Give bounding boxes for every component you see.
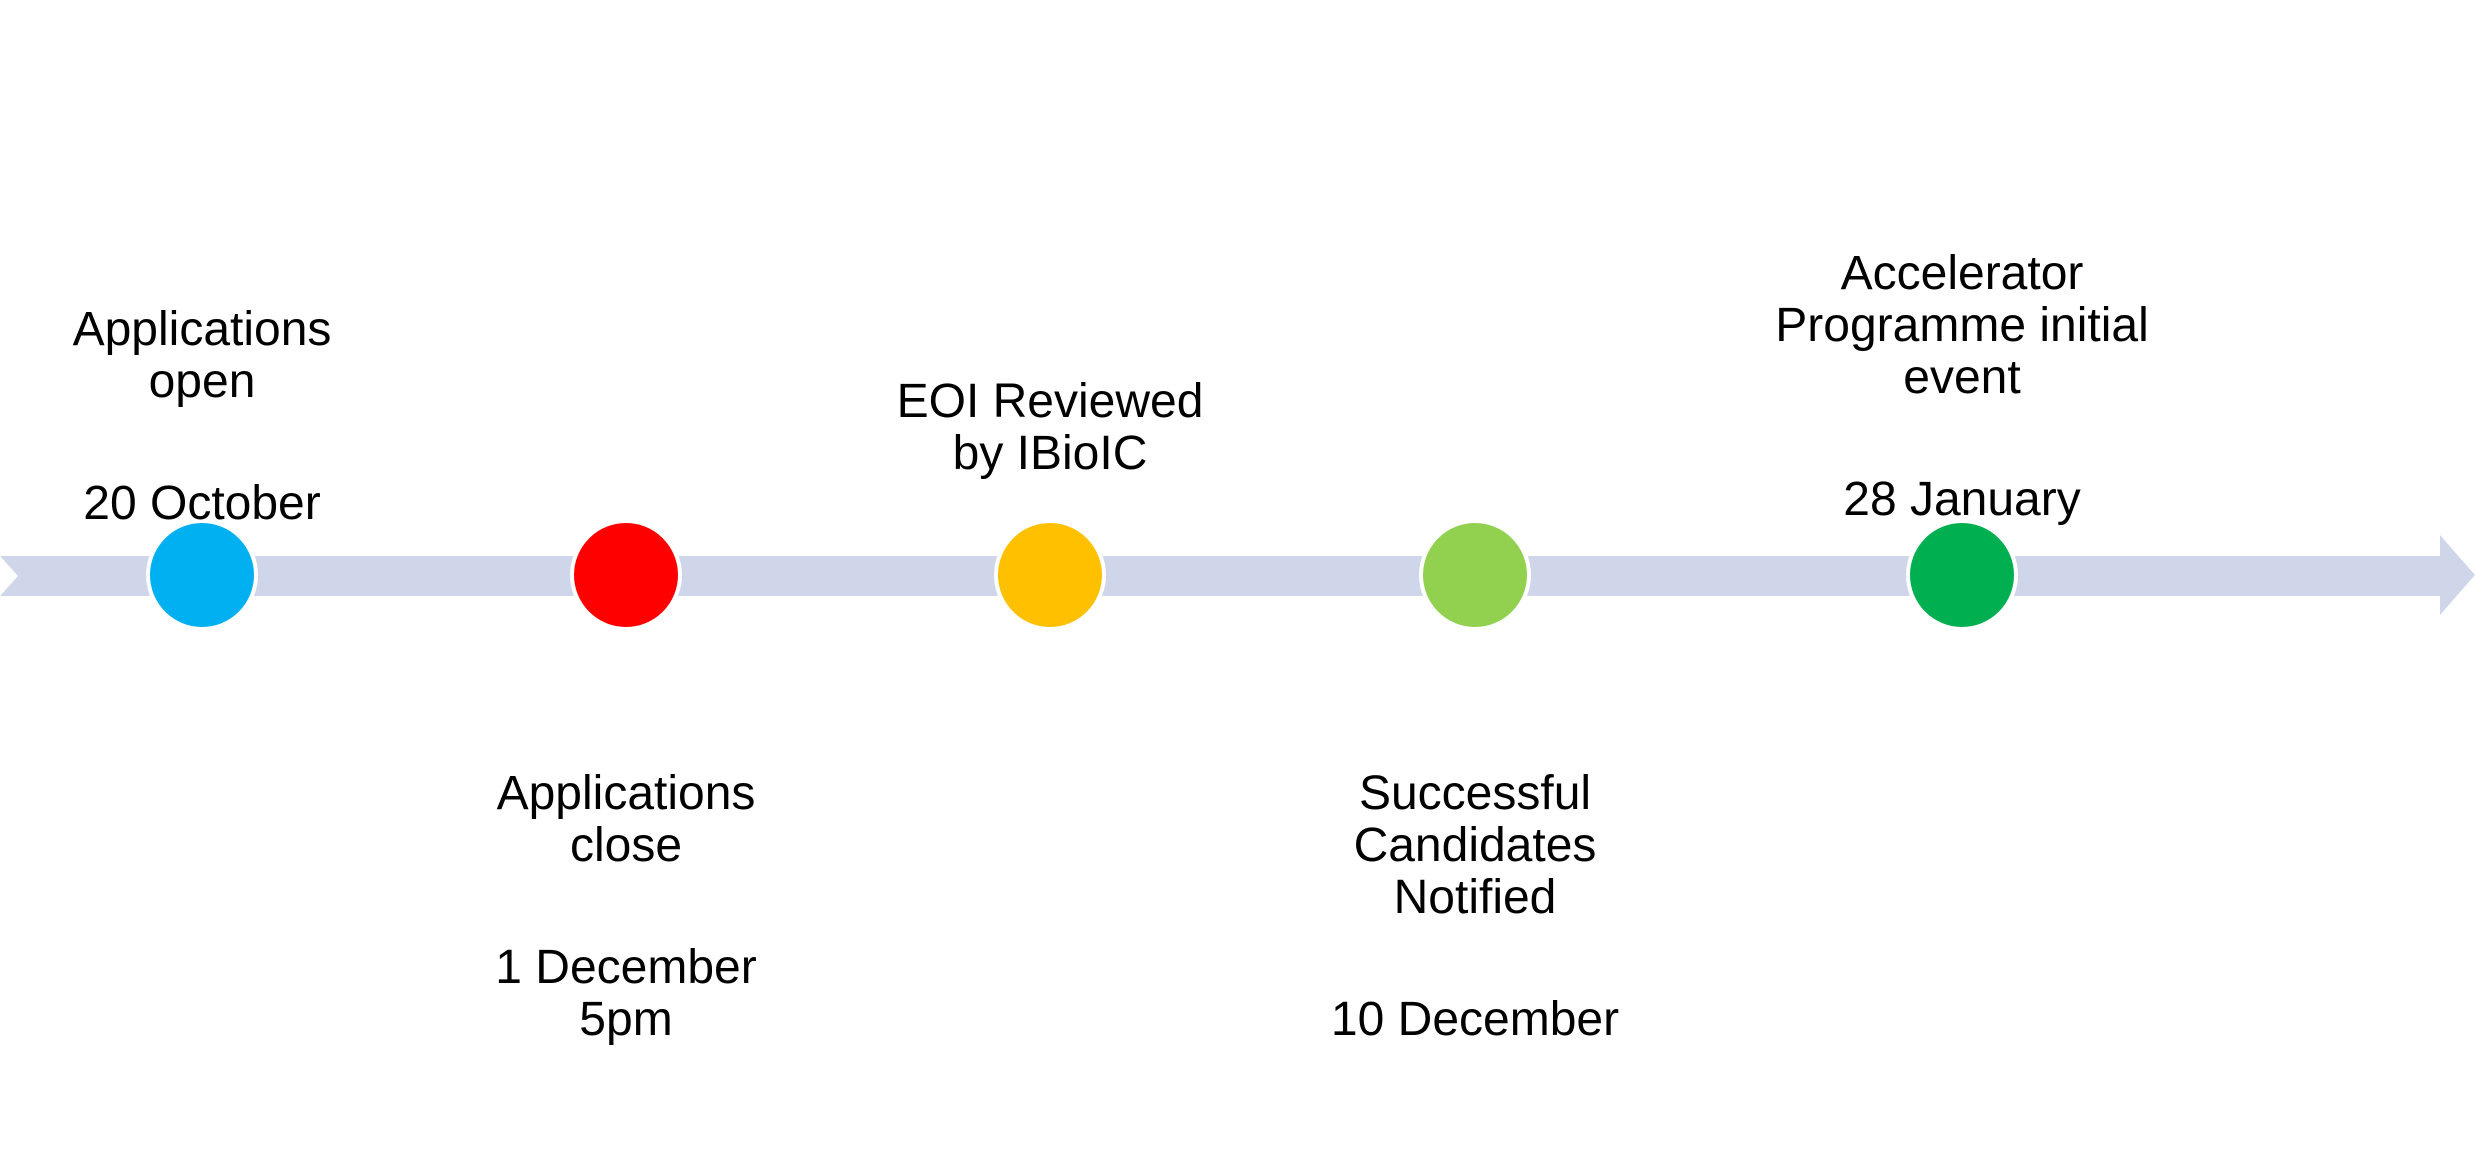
milestone-date: 28 January xyxy=(1843,473,2081,526)
milestone-date: 20 October xyxy=(83,477,321,530)
milestone-dot-applications-close xyxy=(570,519,682,631)
milestone-label-applications-close: Applications close 1 December 5pm xyxy=(495,716,756,1098)
milestone-date: 1 December 5pm xyxy=(495,941,757,1046)
milestone-dot-applications-open xyxy=(146,519,258,631)
milestone-dot-candidates-notified xyxy=(1419,519,1531,631)
milestone-date: 10 December xyxy=(1330,993,1620,1046)
milestone-label-applications-open: Applications open 20 October xyxy=(73,252,332,582)
milestone-label-candidates-notified: Successful Candidates Notified 10 Decemb… xyxy=(1331,716,1619,1098)
milestone-label-eoi-reviewed: EOI Reviewed by IBioIC xyxy=(897,324,1204,532)
milestone-dot-eoi-reviewed xyxy=(994,519,1106,631)
milestone-title: EOI Reviewed by IBioIC xyxy=(896,375,1204,480)
milestone-dot-accelerator-event xyxy=(1906,519,2018,631)
milestone-title: Successful Candidates Notified xyxy=(1353,767,1597,924)
milestone-title: Accelerator Programme initial event xyxy=(1775,247,2149,404)
milestone-label-accelerator-event: Accelerator Programme initial event 28 J… xyxy=(1775,196,2148,578)
milestone-title: Applications open xyxy=(72,303,332,408)
milestone-title: Applications close xyxy=(496,767,756,872)
